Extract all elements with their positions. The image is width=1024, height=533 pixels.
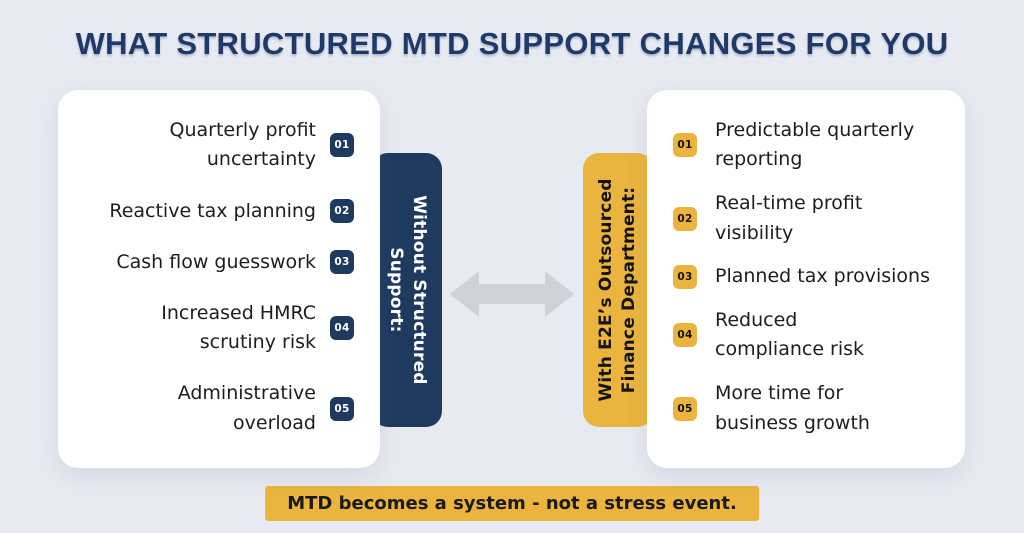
list-item: 05 More time for business growth <box>647 379 965 438</box>
item-label: Quarterly profit uncertainty <box>169 119 316 171</box>
item-label: Reduced compliance risk <box>715 308 865 361</box>
without-support-label: Without Structured Support: <box>386 195 429 385</box>
item-label: Planned tax provisions <box>715 265 930 288</box>
item-label: Reactive tax planning <box>109 199 316 222</box>
with-e2e-label: With E2E’s Outsourced Finance Department… <box>596 178 639 402</box>
list-item: Administrative overload 05 <box>58 379 380 438</box>
number-badge: 05 <box>673 396 697 421</box>
number-badge: 02 <box>330 199 354 224</box>
item-label: Administrative overload <box>177 382 316 434</box>
list-item: 01 Predictable quarterly reporting <box>647 116 965 175</box>
number-badge: 04 <box>673 323 697 348</box>
number-badge: 02 <box>673 206 697 231</box>
list-item: Quarterly profit uncertainty 01 <box>58 116 380 175</box>
list-item: Increased HMRC scrutiny risk 04 <box>58 299 380 358</box>
number-badge: 03 <box>330 250 354 275</box>
with-e2e-card: 01 Predictable quarterly reporting 02 Re… <box>647 90 965 468</box>
number-badge: 01 <box>330 133 354 158</box>
item-label: Cash flow guesswork <box>116 250 316 273</box>
list-item: Reactive tax planning 02 <box>58 197 380 226</box>
number-badge: 01 <box>673 133 697 158</box>
list-item: 04 Reduced compliance risk <box>647 306 965 365</box>
with-e2e-column: With E2E’s Outsourced Finance Department… <box>583 153 653 427</box>
summary-banner: MTD becomes a system - not a stress even… <box>265 486 759 521</box>
page-title: WHAT STRUCTURED MTD SUPPORT CHANGES FOR … <box>75 26 949 61</box>
number-badge: 05 <box>330 396 354 421</box>
item-label: Predictable quarterly reporting <box>715 119 915 171</box>
number-badge: 04 <box>330 316 354 341</box>
without-support-column: Without Structured Support: <box>372 153 442 427</box>
item-label: More time for business growth <box>715 382 870 434</box>
list-item: Cash flow guesswork 03 <box>58 248 380 277</box>
double-arrow-icon <box>450 267 574 321</box>
item-label: Increased HMRC scrutiny risk <box>161 301 316 354</box>
list-item: 03 Planned tax provisions <box>647 262 965 291</box>
list-item: 02 Real-time profit visibility <box>647 189 965 248</box>
item-label: Real-time profit visibility <box>715 192 863 244</box>
without-support-card: Quarterly profit uncertainty 01 Reactive… <box>58 90 380 468</box>
number-badge: 03 <box>673 265 697 289</box>
